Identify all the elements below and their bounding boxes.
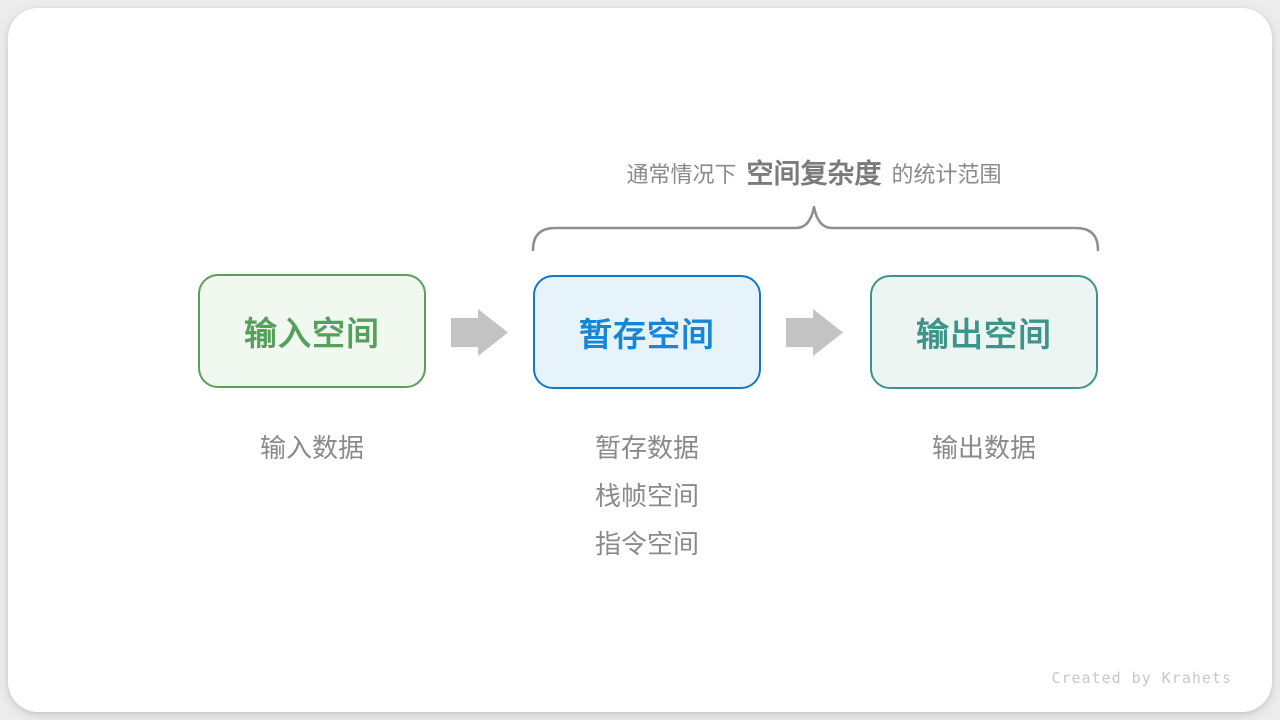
diagram-card: 通常情况下空间复杂度的统计范围 输入空间 暂存空间 输出空间 输入数据 暂存数据 xyxy=(8,8,1272,712)
box-input-space-label: 输入空间 xyxy=(244,315,380,352)
caption-line: 输出数据 xyxy=(931,433,1036,463)
caption-line: 输入数据 xyxy=(259,433,364,463)
curly-brace xyxy=(531,205,1100,252)
scope-annotation: 通常情况下空间复杂度的统计范围 xyxy=(458,156,1170,193)
box-temp-space-label: 暂存空间 xyxy=(579,316,715,353)
caption-line: 指令空间 xyxy=(594,529,699,559)
curly-brace-path xyxy=(531,205,1100,252)
caption-line: 栈帧空间 xyxy=(594,481,699,511)
box-temp-space: 暂存空间 xyxy=(533,275,761,389)
arrow-right-icon xyxy=(786,309,843,356)
annotation-highlight: 空间复杂度 xyxy=(746,159,882,189)
box-input-space: 输入空间 xyxy=(198,274,426,388)
caption-input: 输入数据 xyxy=(198,424,426,472)
arrow-right-shape xyxy=(786,309,843,356)
caption-output: 输出数据 xyxy=(870,424,1098,472)
box-output-space-label: 输出空间 xyxy=(916,316,1052,353)
caption-line: 暂存数据 xyxy=(594,433,699,463)
credit-text: Created by Krahets xyxy=(1051,669,1232,687)
annotation-suffix: 的统计范围 xyxy=(891,162,1002,187)
arrow-right-icon xyxy=(451,309,508,356)
annotation-prefix: 通常情况下 xyxy=(626,162,737,187)
caption-temp: 暂存数据 栈帧空间 指令空间 xyxy=(533,424,761,568)
arrow-right-shape xyxy=(451,309,508,356)
box-output-space: 输出空间 xyxy=(870,275,1098,389)
